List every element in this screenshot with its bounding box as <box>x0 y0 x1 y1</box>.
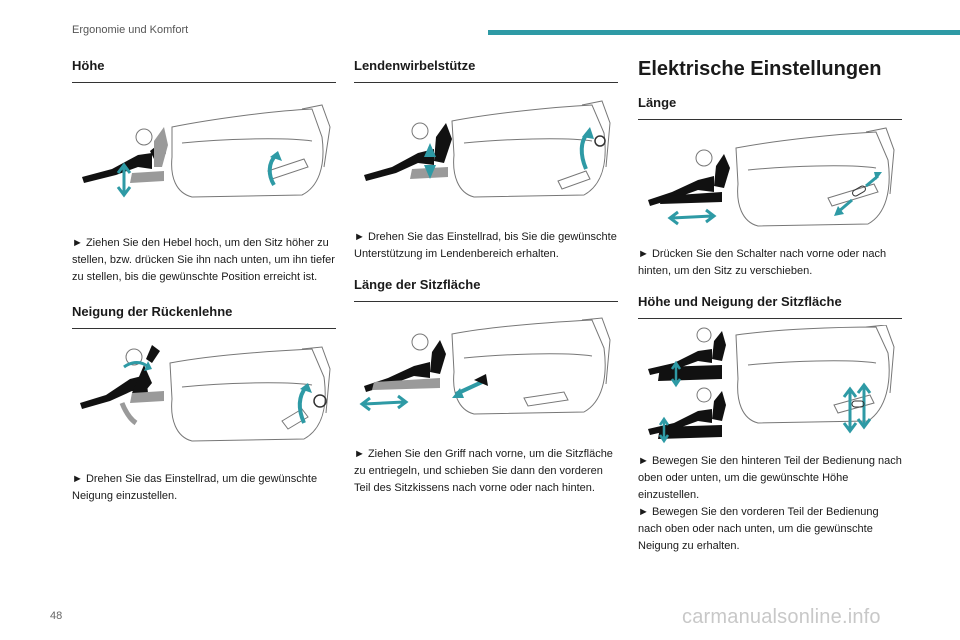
header-accent-bar <box>488 30 960 35</box>
backrest-tilt-illustration <box>80 345 331 442</box>
seat-cushion-length-illustration <box>359 317 611 415</box>
column-1: Höhe ► Ziehen Sie den Hebel hoch, um den… <box>72 58 336 505</box>
seat-height-illustration <box>82 104 331 198</box>
section-rule <box>354 301 618 302</box>
section-rule <box>638 318 902 319</box>
main-title-elektrische-einstellungen: Elektrische Einstellungen <box>638 58 882 80</box>
page-number: 48 <box>50 610 63 622</box>
header-section-title: Ergonomie und Komfort <box>72 24 189 36</box>
watermark: carmanualsonline.info <box>682 606 881 628</box>
lumbar-support-illustration <box>364 100 611 198</box>
section-rule <box>638 119 902 120</box>
section-text-laenge-sitzflaeche: ► Ziehen Sie den Griff nach vorne, um di… <box>354 448 613 494</box>
column-3: Elektrische Einstellungen Länge ► Drücke… <box>638 58 902 555</box>
section-text-neigung-rueckenlehne: ► Drehen Sie das Einstellrad, um die gew… <box>72 473 318 502</box>
section-title-laenge: Länge <box>638 95 677 110</box>
column-2: Lendenwirbelstütze ► Drehen Sie das Eins… <box>354 58 618 497</box>
section-title-lendenwirbelstuetze: Lendenwirbelstütze <box>354 58 476 73</box>
section-text-laenge: ► Drücken Sie den Schalter nach vorne od… <box>638 248 887 277</box>
section-title-neigung-rueckenlehne: Neigung der Rückenlehne <box>72 304 233 319</box>
electric-length-illustration <box>648 127 895 227</box>
section-text-lendenwirbelstuetze: ► Drehen Sie das Einstellrad, bis Sie di… <box>354 231 617 260</box>
section-rule <box>72 82 336 83</box>
section-title-hoehe-neigung-sitzflaeche: Höhe und Neigung der Sitzfläche <box>638 294 842 309</box>
section-rule <box>354 82 618 83</box>
electric-height-tilt-illustration <box>648 325 895 444</box>
section-title-laenge-sitzflaeche: Länge der Sitzfläche <box>354 277 481 292</box>
section-text-hoehe: ► Ziehen Sie den Hebel hoch, um den Sitz… <box>72 237 335 283</box>
section-title-hoehe: Höhe <box>72 58 105 73</box>
section-text-hoehe-neigung-sitzflaeche: ► Bewegen Sie den hinteren Teil der Bedi… <box>638 455 902 552</box>
section-rule <box>72 328 336 329</box>
